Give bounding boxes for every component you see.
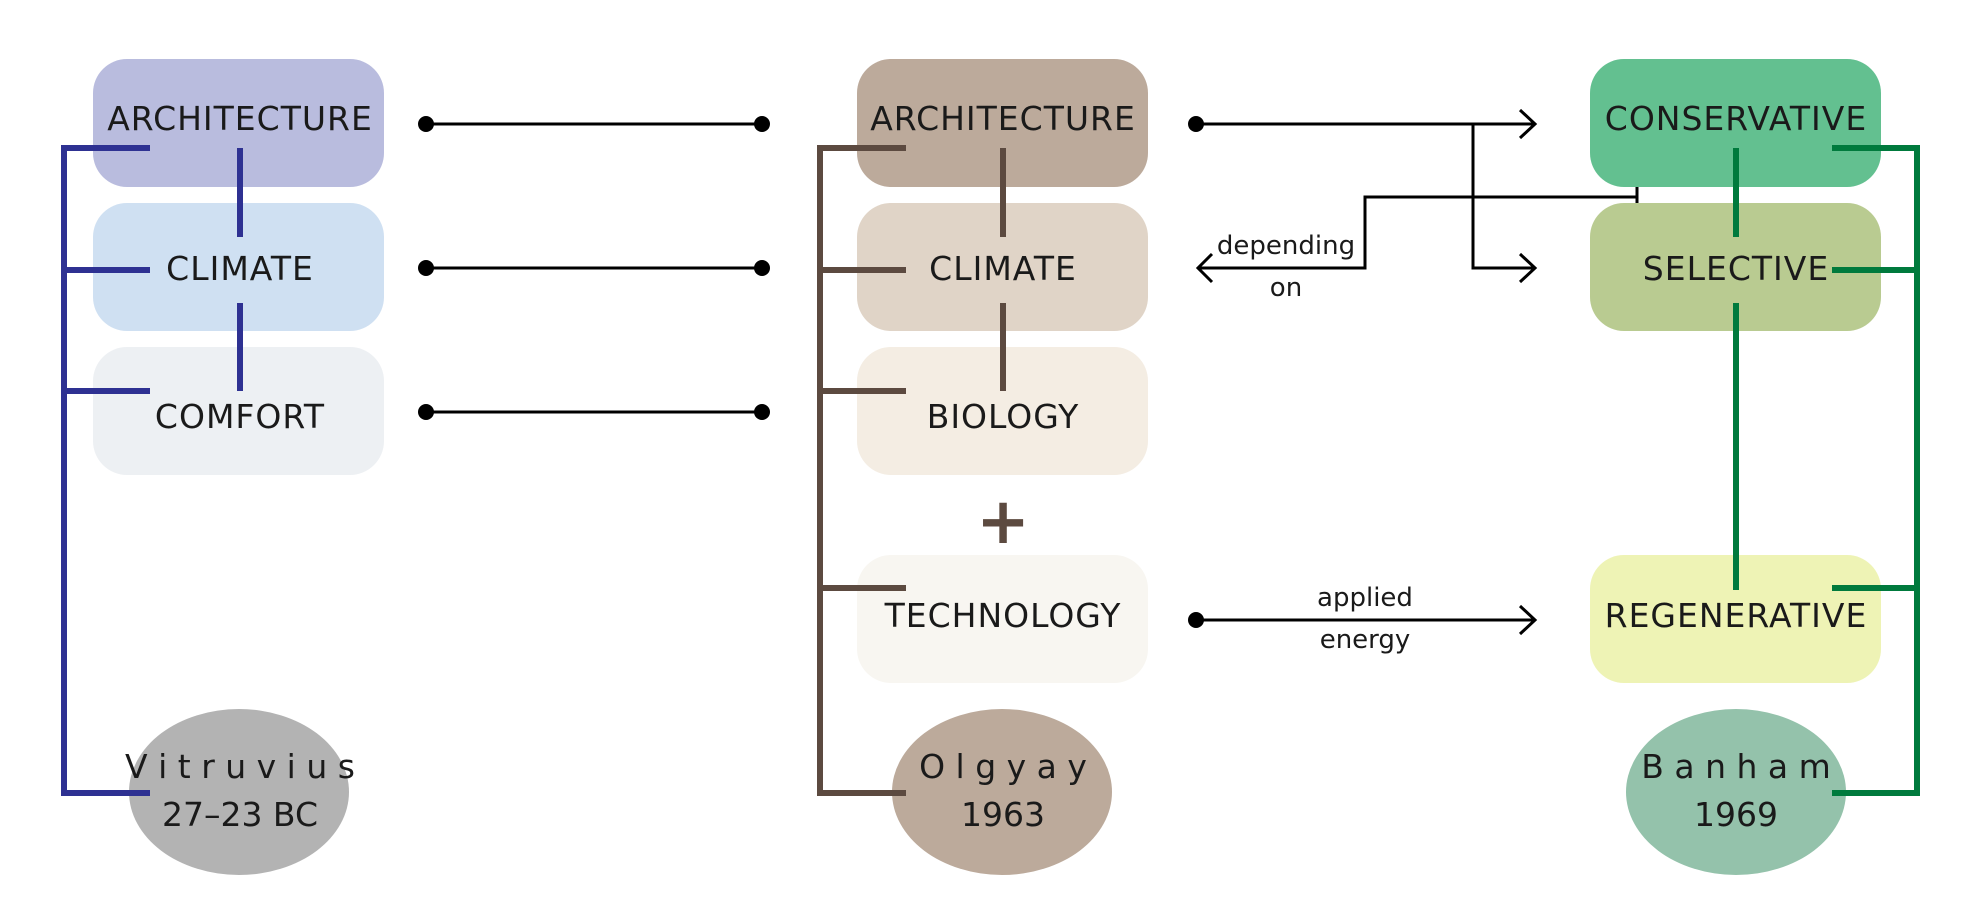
olgyay-label-technology: TECHNOLOGY: [884, 596, 1122, 635]
banham-label-selective: SELECTIVE: [1643, 249, 1829, 288]
right-connector-dots: [1188, 116, 1645, 628]
vitruvius-box-architecture: [93, 59, 384, 187]
banham-box-regenerative: [1590, 555, 1881, 683]
right-connectors: [1195, 108, 1639, 636]
olgyay-box-climate: [857, 203, 1148, 331]
banham-box-selective: [1590, 203, 1881, 331]
banham-bracket: [1733, 145, 1920, 796]
vitruvius-label-comfort: COMFORT: [155, 397, 325, 436]
note-applied: applied: [1317, 583, 1413, 613]
note-depending: depending: [1217, 231, 1355, 261]
vitruvius-oval: [129, 709, 349, 875]
banham-box-conservative: [1590, 59, 1881, 187]
vitruvius-date: 27–23 BC: [162, 795, 318, 834]
vitruvius-group: ARCHITECTURE CLIMATE COMFORT V i t r u v…: [61, 59, 384, 875]
note-energy: energy: [1320, 625, 1411, 655]
note-on: on: [1270, 273, 1302, 303]
olgyay-name: O l g y a y: [919, 747, 1087, 786]
vitruvius-label-architecture: ARCHITECTURE: [107, 99, 373, 138]
olgyay-group: + ARCHITECTURE CLIMATE BIOLOGY TECHNOLOG…: [817, 59, 1148, 875]
left-connectors: [426, 122, 762, 414]
banham-group: CONSERVATIVE SELECTIVE REGENERATIVE B a …: [1590, 59, 1920, 875]
olgyay-label-architecture: ARCHITECTURE: [870, 99, 1136, 138]
banham-name: B a n h a m: [1641, 747, 1831, 786]
plus-sign: +: [976, 485, 1030, 559]
vitruvius-name: V i t r u v i u s: [125, 747, 355, 786]
vitruvius-box-comfort: [93, 347, 384, 475]
olgyay-label-climate: CLIMATE: [929, 249, 1077, 288]
olgyay-date: 1963: [961, 795, 1045, 834]
vitruvius-bracket: [61, 145, 243, 796]
olgyay-oval: [892, 709, 1112, 875]
vitruvius-box-climate: [93, 203, 384, 331]
olgyay-box-architecture: [857, 59, 1148, 187]
left-connector-dots: [418, 116, 770, 420]
olgyay-box-technology: [857, 555, 1148, 683]
olgyay-box-biology: [857, 347, 1148, 475]
banham-label-regenerative: REGENERATIVE: [1605, 596, 1868, 635]
olgyay-label-biology: BIOLOGY: [927, 397, 1080, 436]
olgyay-bracket: [817, 145, 1006, 796]
banham-label-conservative: CONSERVATIVE: [1605, 99, 1867, 138]
banham-date: 1969: [1694, 795, 1778, 834]
banham-oval: [1626, 709, 1846, 875]
vitruvius-label-climate: CLIMATE: [166, 249, 314, 288]
